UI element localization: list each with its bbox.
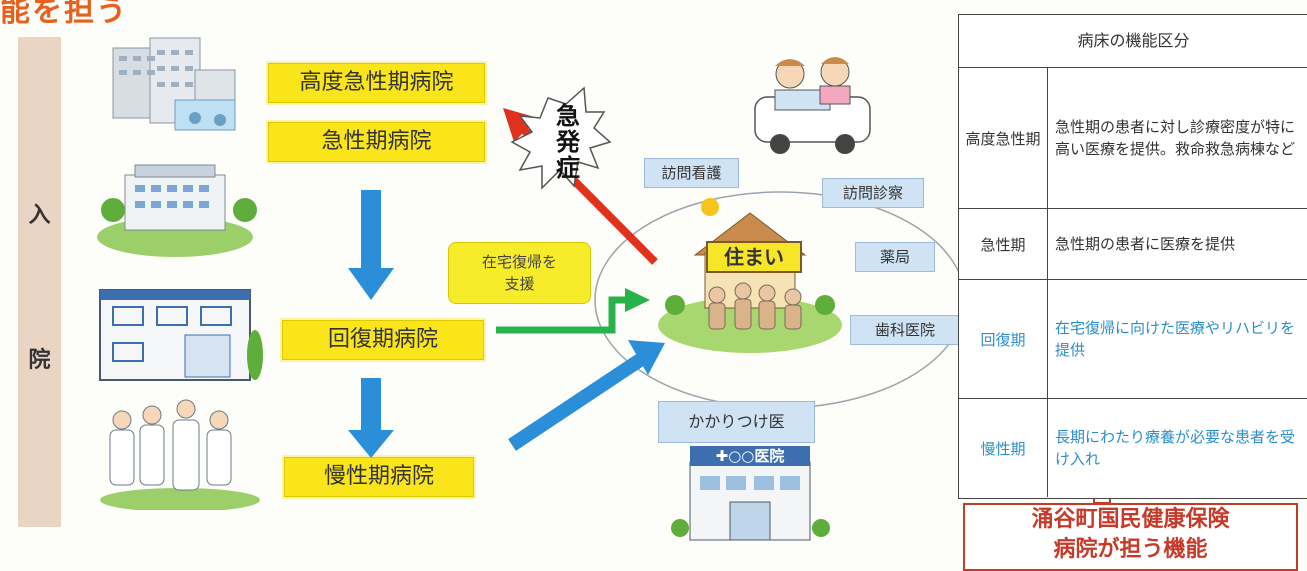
admission-bar: 入 院 [18,37,61,527]
blue-down-arrow-2 [348,378,394,458]
chronic-hospital-box: 慢性期病院 [284,457,474,497]
blue-down-arrow-1 [348,190,394,300]
medical-staff-icon [100,399,260,510]
category-cell: 急性期 [959,209,1048,279]
clinic-sign-label: ○○医院 [728,447,785,465]
sun-icon [701,198,719,216]
description-cell: 急性期の患者に対し診療密度が特に高い医療を提供。救命救急病棟など [1055,118,1296,158]
home-return-support-box: 在宅復帰を 支援 [448,242,591,304]
family-doctor-box: かかりつけ医 [658,401,815,443]
onset-char-3: 症 [556,154,580,182]
hospital-role-callout: 涌谷町国民健康保険 病院が担う機能 [963,503,1298,571]
advanced-acute-hospital-box: 高度急性期病院 [268,63,485,103]
callout-line-1: 涌谷町国民健康保険 [1031,507,1230,532]
onset-char-1: 急 [556,102,580,130]
table-header: 病床の機能区分 [959,15,1307,68]
onset-char-2: 発 [556,128,580,156]
hospital-illustrations [97,37,263,510]
acute-hospital-box: 急性期病院 [268,122,485,162]
onset-label: 急 発 症 [548,103,588,181]
table-row: 慢性期 長期にわたり療養が必要な患者を受け入れ [959,399,1307,497]
clinic-illustration [671,446,830,541]
cross-icon: ✚ [715,447,729,465]
bed-function-table: 病床の機能区分 高度急性期 急性期の患者に対し診療密度が特に高い医療を提供。救命… [958,14,1307,499]
home-illustration [658,198,842,353]
category-cell: 高度急性期 [959,68,1048,208]
callout-line-2: 病院が担う機能 [1053,537,1208,562]
admission-char-2: 院 [28,348,51,373]
description-cell: 急性期の患者に医療を提供 [1055,235,1236,253]
visiting-nursing-box: 訪問看護 [644,158,739,188]
support-line-2: 支援 [504,275,535,293]
clinic-sign: ✚○○医院 [690,446,810,466]
blue-diagonal-arrow [508,340,665,451]
home-visit-exam-box: 訪問診察 [822,178,924,208]
table-row: 急性期 急性期の患者に医療を提供 [959,209,1307,280]
category-cell: 慢性期 [959,399,1048,497]
table-row: 高度急性期 急性期の患者に対し診療密度が特に高い医療を提供。救命救急病棟など [959,68,1307,209]
green-arrow [496,288,650,334]
recovery-hospital-icon [99,289,263,381]
category-cell: 回復期 [959,280,1048,398]
table-row: 回復期 在宅復帰に向けた医療やリハビリを提供 [959,280,1307,399]
support-line-1: 在宅復帰を [481,253,557,271]
medium-hospital-icon [97,164,257,257]
recovery-hospital-box: 回復期病院 [282,320,484,360]
page-title: 能を担う [0,0,128,29]
pharmacy-box: 薬局 [855,242,935,272]
admission-char-1: 入 [28,203,51,228]
large-hospital-icon [112,37,236,131]
ambulance-illustration [754,57,871,154]
home-label: 住まい [706,241,802,273]
description-cell: 在宅復帰に向けた医療やリハビリを提供 [1055,319,1296,359]
description-cell: 長期にわたり療養が必要な患者を受け入れ [1055,428,1296,468]
dental-clinic-box: 歯科医院 [850,315,960,345]
onset-burst [510,86,612,190]
